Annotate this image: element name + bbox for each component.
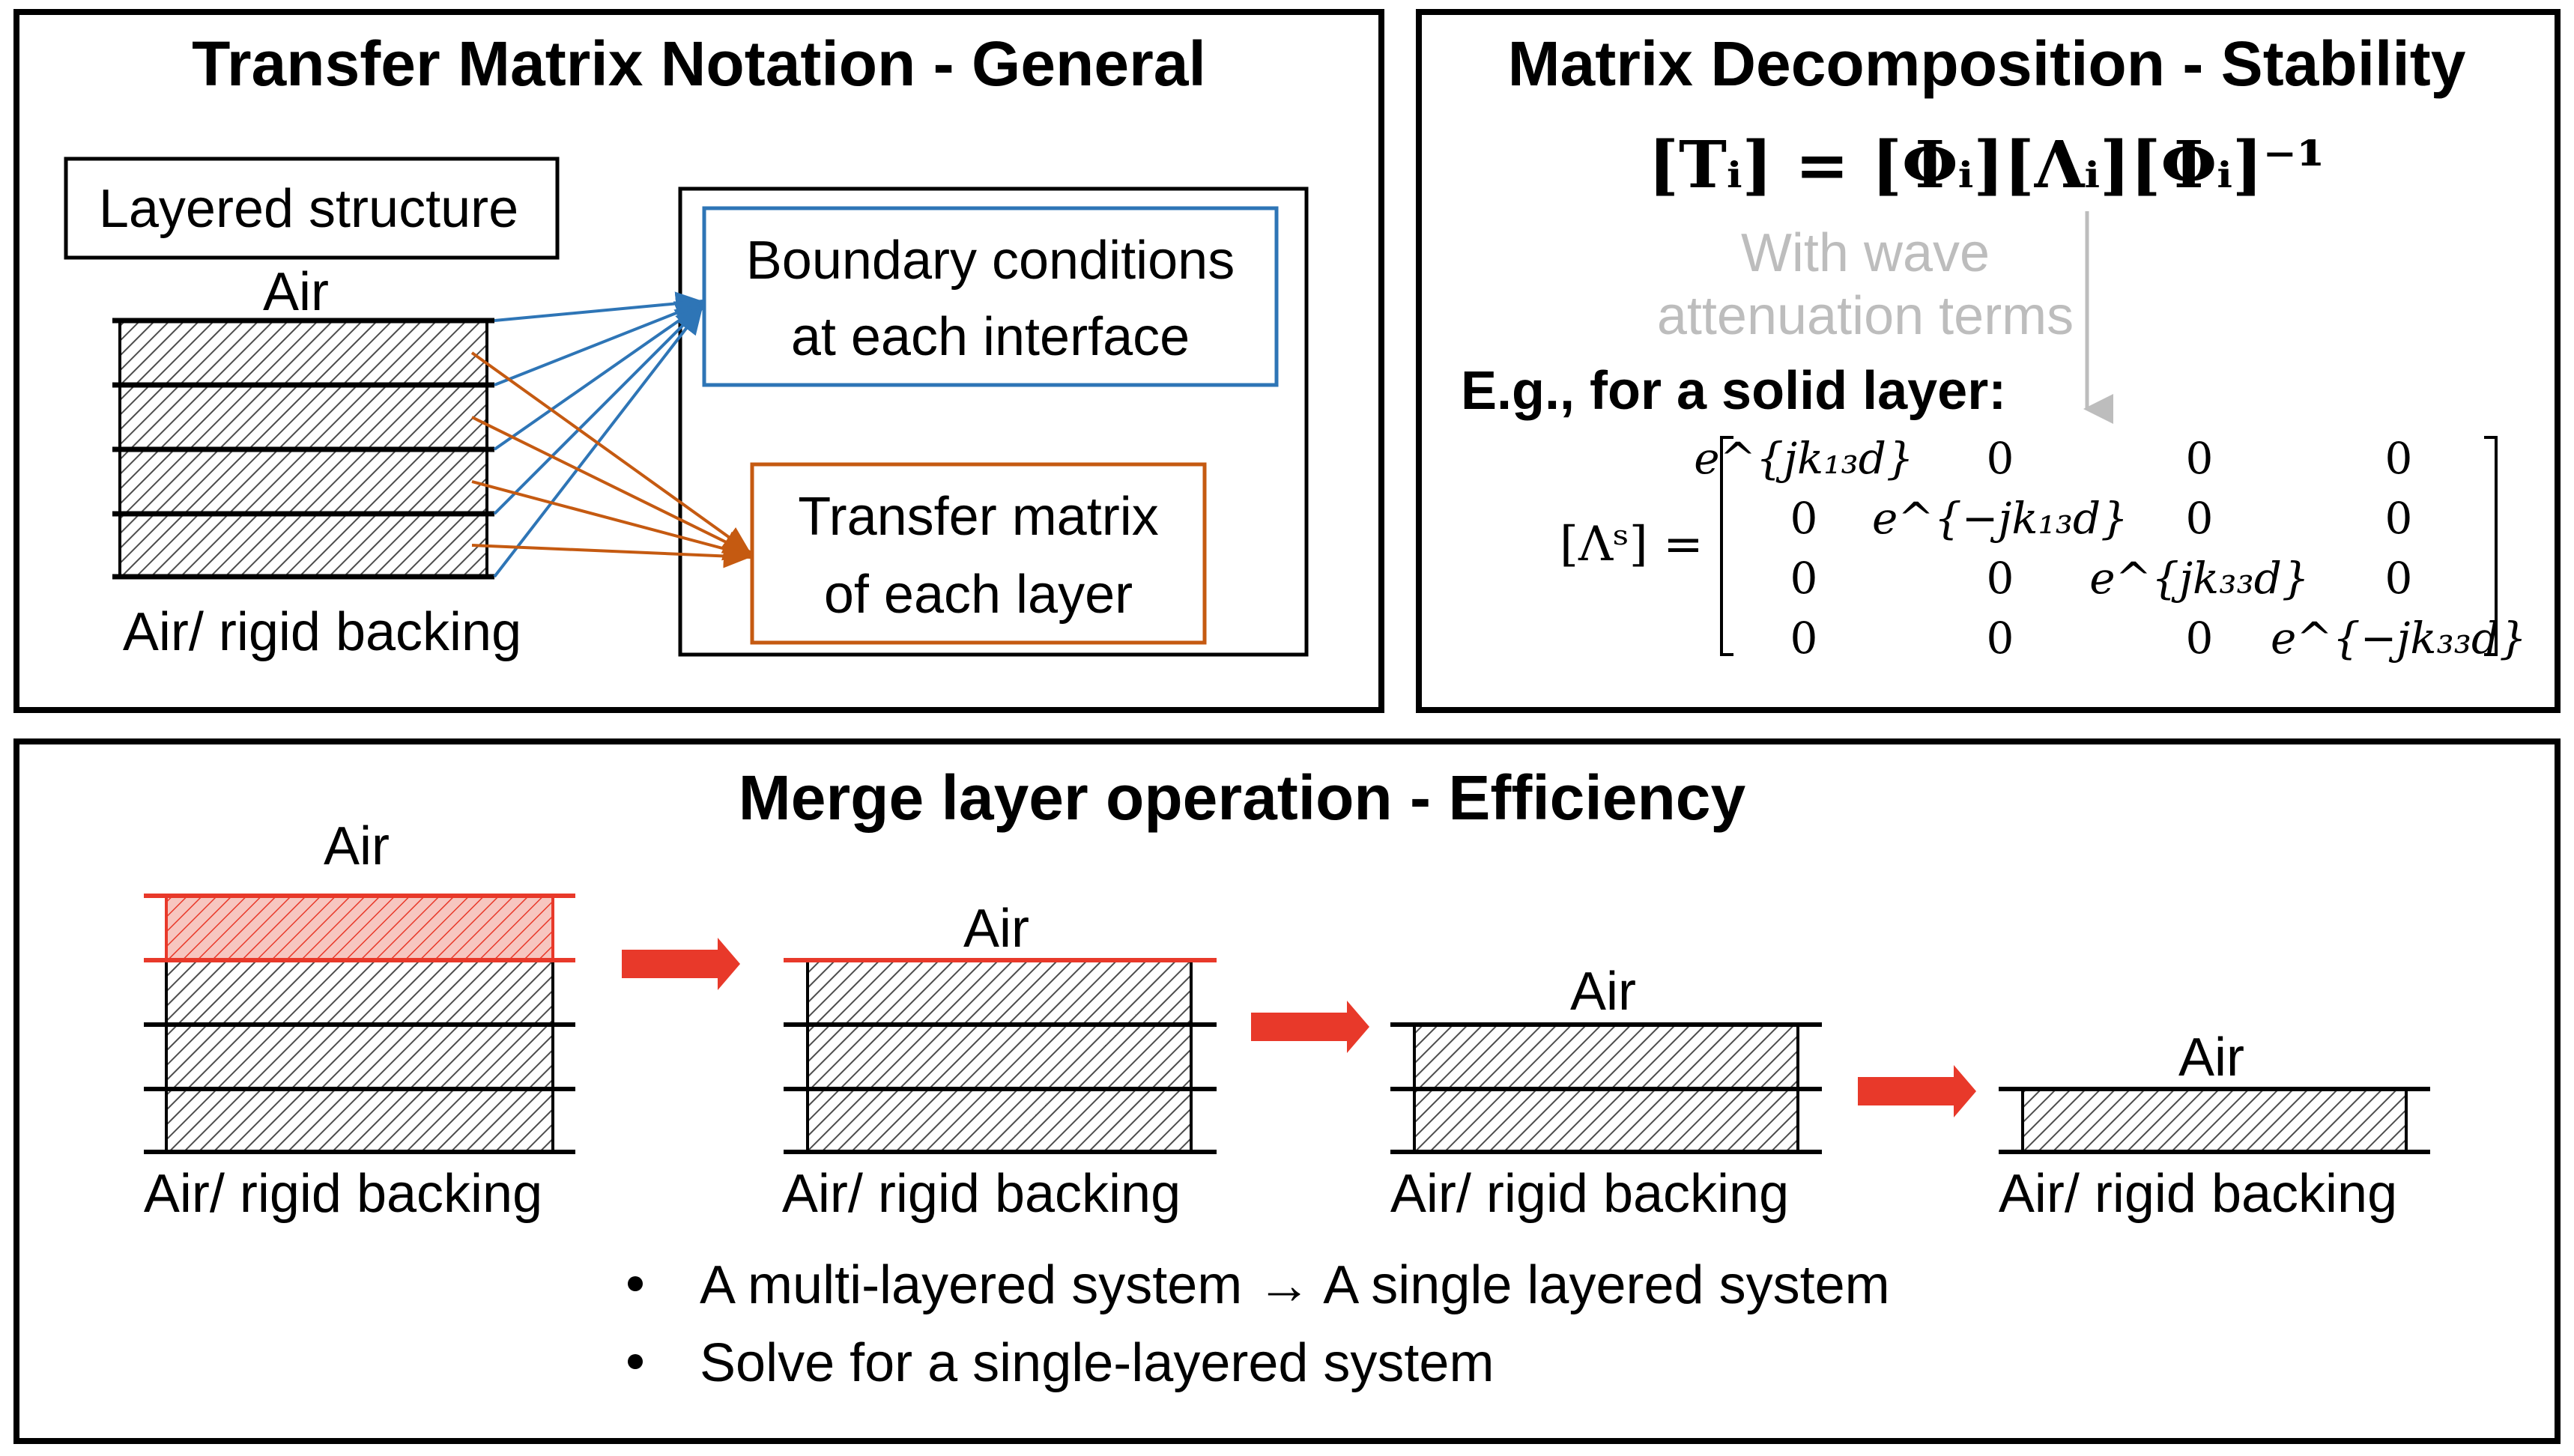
panel-efficiency-frame: [13, 738, 2561, 1444]
bullet-item: Solve for a single-layered system: [700, 1333, 1494, 1393]
merge-stage-2: Air Air/ rigid backing: [782, 899, 1217, 1224]
panel-general-title: Transfer Matrix Notation - General: [192, 28, 1206, 99]
stage-air-label: Air: [963, 899, 1029, 959]
matrix-left-bracket: [1720, 436, 1733, 656]
merge-arrow-head: [718, 938, 740, 990]
panel-general: Transfer Matrix Notation - General Layer…: [13, 9, 1384, 713]
layer-arrow: [470, 351, 752, 554]
notation-group-box: [678, 186, 1309, 657]
merge-arrow: [1251, 1001, 1369, 1053]
layer-stack: [112, 318, 494, 580]
transfer-matrix-line1: Transfer matrix: [798, 487, 1158, 547]
merge-arrow: [1858, 1065, 1976, 1117]
panel-general-frame: [13, 9, 1384, 713]
panel-efficiency: Merge layer operation - Efficiency Air A…: [13, 738, 2561, 1444]
matrix-cell: 0: [1987, 613, 2014, 664]
merge-arrow-head: [1954, 1065, 1976, 1117]
matrix-cell: e^{−jk₃₃d}: [2271, 613, 2527, 664]
matrix-cell: 0: [1790, 493, 1818, 544]
matrix-cell: 0: [2385, 433, 2413, 484]
matrix-cell: e^{jk₁₃d}: [1694, 433, 1913, 484]
merge-stage-3: Air Air/ rigid backing: [1390, 962, 1822, 1224]
interface-arrow: [494, 291, 703, 322]
interface-arrow: [493, 303, 704, 451]
merge-arrow-shaft: [1858, 1077, 1954, 1105]
layered-structure-label: Layered structure: [99, 179, 518, 239]
decomposition-equation: [Tᵢ] = [Φᵢ][Λᵢ][Φᵢ]⁻¹: [1648, 127, 2325, 203]
interface-arrow: [494, 301, 703, 386]
lambda-matrix: e^{jk₁₃d} 0 0 0 0 e^{−jk₁₃d} 0 0 0 0 e^{…: [1694, 433, 2527, 664]
matrix-cell: 0: [2186, 613, 2214, 664]
stage-air-label: Air: [1570, 962, 1636, 1022]
matrix-cell: 0: [2186, 493, 2214, 544]
bullet-item: A multi-layered system → A single layere…: [700, 1255, 1890, 1315]
boundary-conditions-line1: Boundary conditions: [746, 231, 1235, 291]
matrix-cell: 0: [1790, 553, 1818, 604]
layered-structure-box: [64, 157, 560, 260]
merged-layer-highlight: [165, 894, 554, 962]
summary-bullets: A multi-layered system → A single layere…: [628, 1255, 1890, 1393]
panel-efficiency-title: Merge layer operation - Efficiency: [739, 762, 1746, 833]
matrix-cell: 0: [2385, 553, 2413, 604]
air-bottom-label: Air/ rigid backing: [123, 602, 521, 662]
matrix-cell: 0: [2385, 493, 2413, 544]
attenuation-note-line1: With wave: [1741, 223, 1990, 283]
merge-stage-1: Air Air/ rigid backing: [144, 816, 575, 1224]
merge-arrow-shaft: [622, 950, 718, 978]
matrix-cell: 0: [2186, 433, 2214, 484]
bullet-dot: [628, 1276, 643, 1291]
matrix-right-bracket: [2484, 436, 2498, 656]
layer-arrow: [471, 416, 751, 556]
merge-arrow: [622, 938, 740, 990]
merge-arrow-shaft: [1251, 1013, 1347, 1041]
solid-layer-example-label: E.g., for a solid layer:: [1461, 361, 2006, 421]
stage-layer-body: [2021, 1088, 2408, 1153]
transfer-matrix-line2: of each layer: [824, 565, 1133, 625]
layer-arrows: [470, 351, 752, 568]
lambda-matrix-label: [Λˢ] =: [1560, 517, 1704, 572]
panel-stability: Matrix Decomposition - Stability [Tᵢ] = …: [1416, 9, 2561, 713]
stage-backing-label: Air/ rigid backing: [1390, 1164, 1789, 1224]
matrix-cell: 0: [1987, 433, 2014, 484]
merge-stage-4: Air Air/ rigid backing: [1999, 1028, 2430, 1224]
interface-arrow: [493, 304, 704, 515]
stage-backing-label: Air/ rigid backing: [782, 1164, 1181, 1224]
attenuation-note-line2: attenuation terms: [1657, 286, 2074, 346]
stage-air-label: Air: [2178, 1028, 2244, 1088]
matrix-cell: e^{−jk₁₃d}: [1872, 493, 2128, 544]
stage-air-label: Air: [324, 816, 390, 876]
stage-backing-label: Air/ rigid backing: [1999, 1164, 2397, 1224]
air-top-label: Air: [263, 262, 329, 322]
matrix-cell: e^{jk₃₃d}: [2089, 553, 2309, 604]
layer-arrow: [471, 544, 751, 568]
bullet-dot: [628, 1354, 643, 1369]
transfer-matrix-box: [750, 462, 1207, 645]
stage-backing-label: Air/ rigid backing: [144, 1164, 542, 1224]
boundary-conditions-line2: at each interface: [791, 307, 1190, 367]
panel-stability-title: Matrix Decomposition - Stability: [1508, 28, 2466, 99]
stage-layer-body: [165, 959, 554, 1153]
layer-arrow: [471, 480, 751, 561]
matrix-cell: 0: [1790, 613, 1818, 664]
merge-arrow-head: [1347, 1001, 1369, 1053]
boundary-conditions-box: [702, 206, 1279, 387]
stage-layer-body: [806, 959, 1193, 1153]
matrix-cell: 0: [1987, 553, 2014, 604]
panel-stability-frame: [1416, 9, 2561, 713]
